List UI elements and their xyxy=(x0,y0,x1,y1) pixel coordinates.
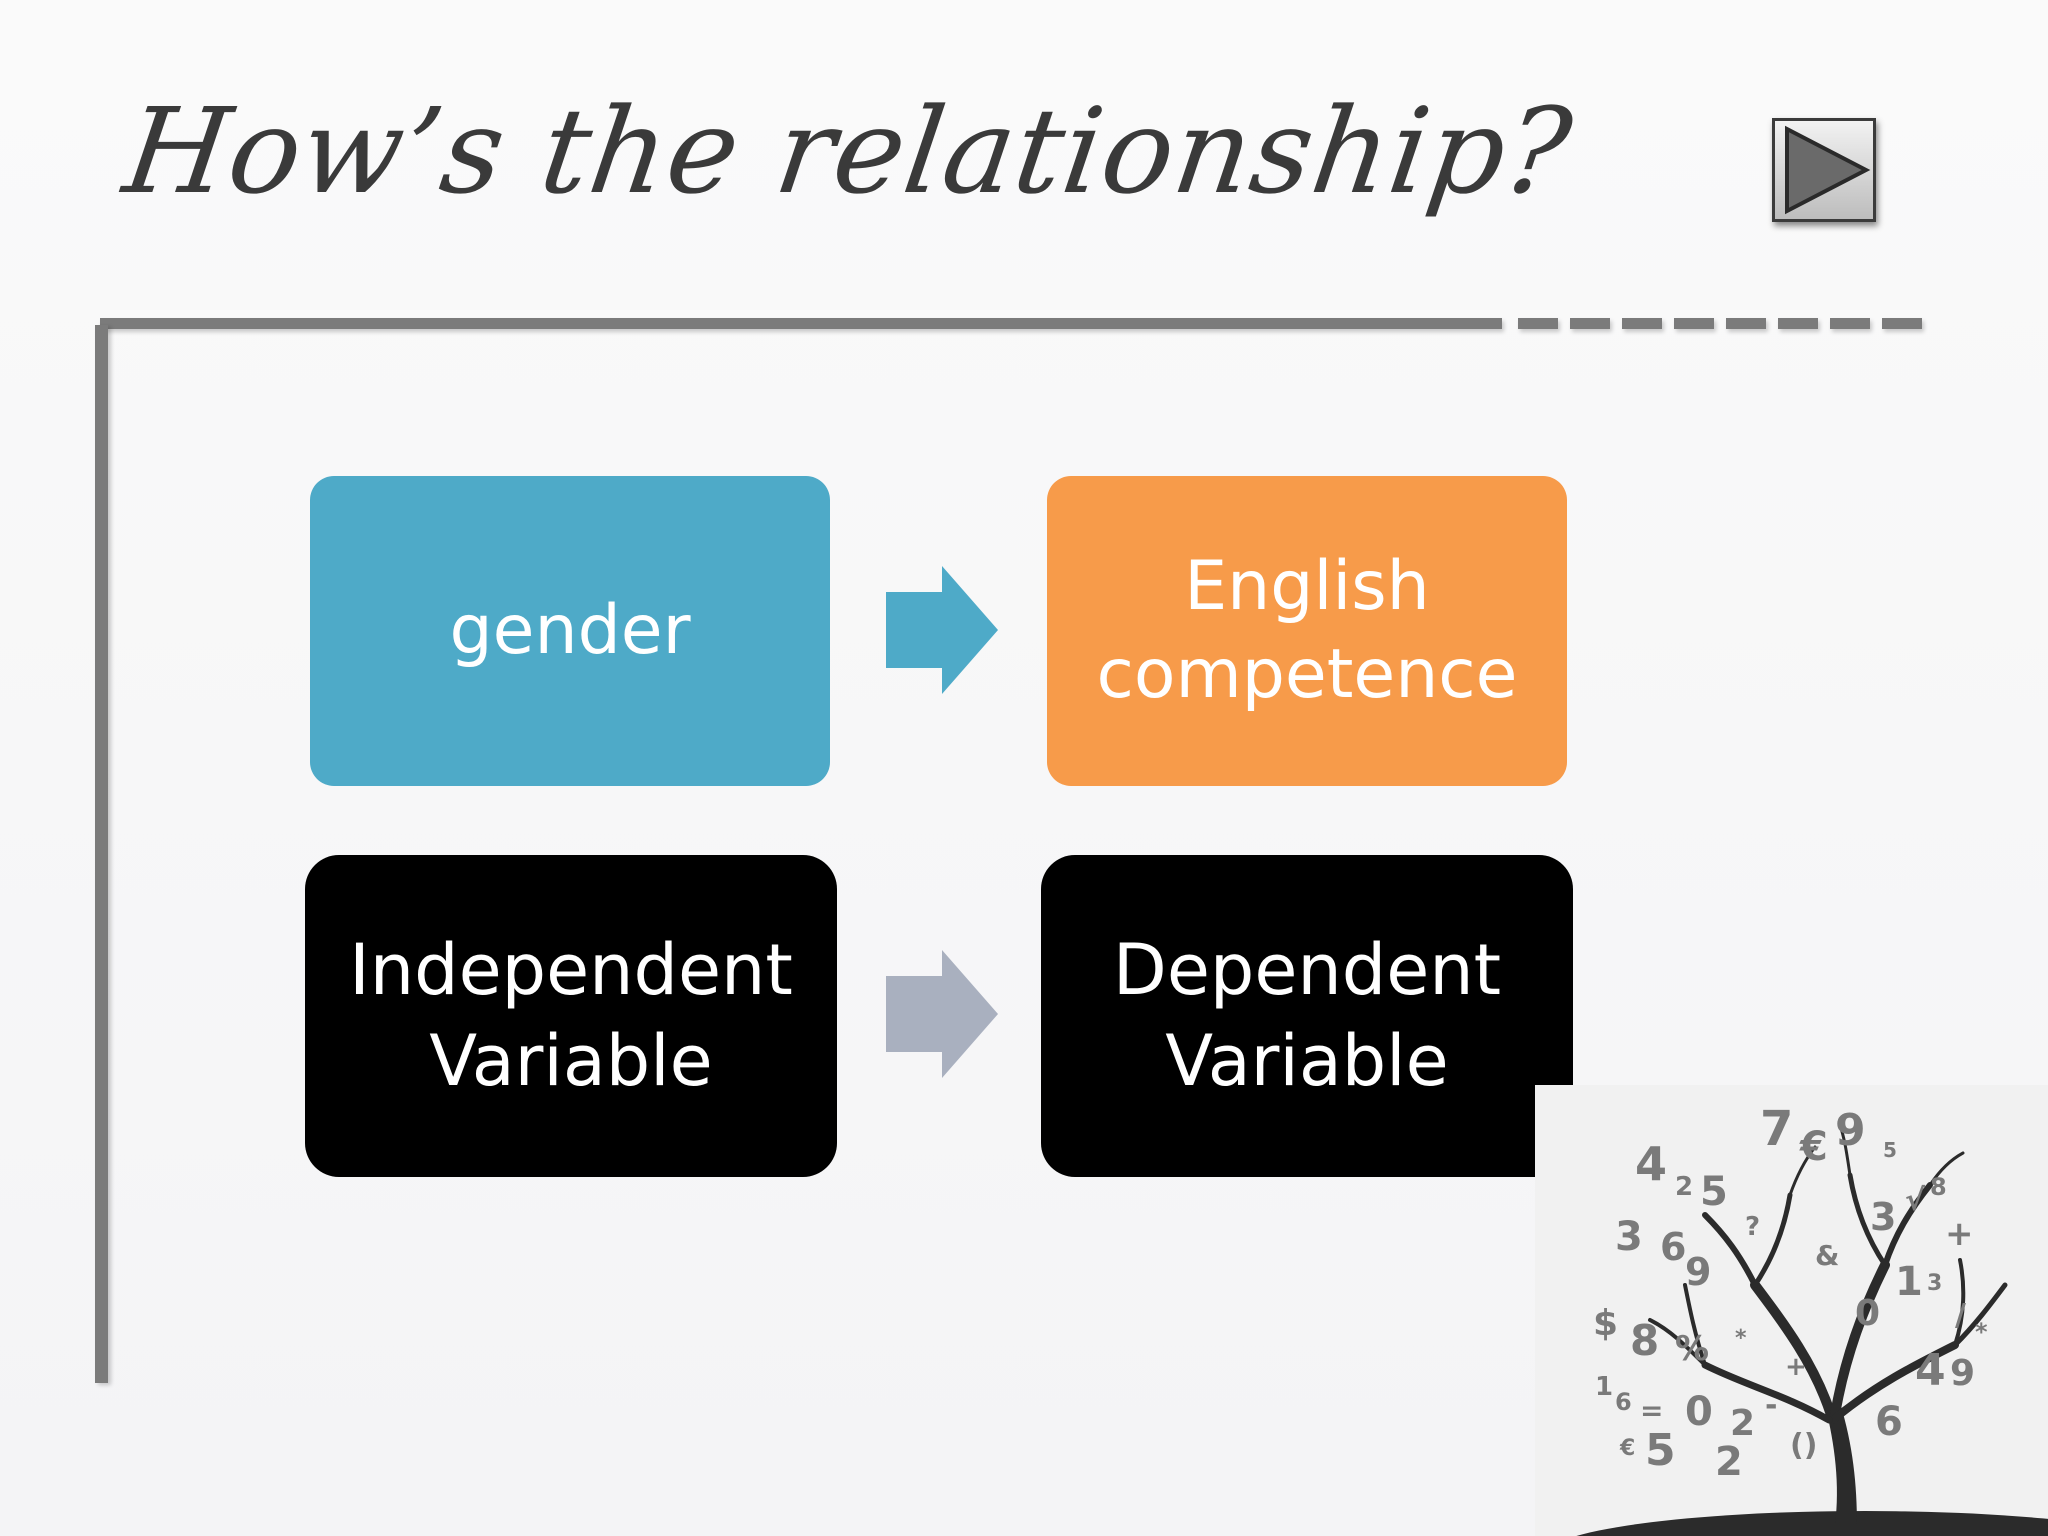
svg-text:+: + xyxy=(1945,1214,1974,1254)
number-tree-illustration: 4 2 5 7 € 9 5 3 6 9 $ 8 % 3 √ 8 + 1 3 0 xyxy=(1535,1085,2048,1536)
svg-text:$: $ xyxy=(1593,1303,1618,1344)
dv-label-line-1: Dependent xyxy=(1112,929,1502,1011)
independent-variable-box: Independent Variable xyxy=(305,855,837,1177)
play-button[interactable] xyxy=(1772,118,1876,222)
left-vertical-rule xyxy=(95,325,108,1383)
svg-text:7: 7 xyxy=(1760,1101,1793,1157)
svg-text:6: 6 xyxy=(1615,1388,1632,1416)
svg-text:9: 9 xyxy=(1685,1250,1711,1294)
number-tree-icon: 4 2 5 7 € 9 5 3 6 9 $ 8 % 3 √ 8 + 1 3 0 xyxy=(1576,1101,2048,1536)
svg-text:3: 3 xyxy=(1615,1214,1643,1260)
svg-text:?: ? xyxy=(1745,1212,1760,1242)
svg-text:0: 0 xyxy=(1855,1293,1880,1334)
gender-box: gender xyxy=(310,476,830,786)
iv-label-line-1: Independent xyxy=(349,929,793,1011)
english-label-line-1: English xyxy=(1184,546,1430,626)
svg-text:4: 4 xyxy=(1915,1345,1946,1396)
svg-text:6: 6 xyxy=(1875,1399,1903,1445)
svg-text:9: 9 xyxy=(1835,1105,1866,1156)
title-underline xyxy=(100,318,1502,329)
svg-text:€: € xyxy=(1799,1124,1828,1170)
svg-text:-: - xyxy=(1765,1388,1777,1423)
underline-dash xyxy=(1622,318,1662,329)
slide-title: How’s the relationship? xyxy=(116,82,1580,220)
play-icon xyxy=(1785,125,1871,215)
dependent-variable-box: Dependent Variable xyxy=(1041,855,1573,1177)
svg-text:4: 4 xyxy=(1635,1137,1667,1191)
svg-text:%: % xyxy=(1675,1329,1709,1369)
english-label-line-2: competence xyxy=(1096,635,1518,714)
underline-dash xyxy=(1830,318,1870,329)
svg-text:5: 5 xyxy=(1700,1169,1728,1215)
iv-label-line-2: Variable xyxy=(429,1020,713,1102)
svg-text:&: & xyxy=(1815,1239,1839,1272)
underline-dash xyxy=(1518,318,1558,329)
svg-text:2: 2 xyxy=(1715,1439,1743,1485)
svg-text:3: 3 xyxy=(1870,1195,1896,1239)
underline-dash xyxy=(1674,318,1714,329)
right-arrow-icon xyxy=(886,950,998,1078)
svg-text:€: € xyxy=(1619,1436,1635,1461)
svg-text:1: 1 xyxy=(1595,1372,1613,1402)
svg-text:*: * xyxy=(1975,1318,1988,1346)
svg-text:/: / xyxy=(1955,1298,1966,1333)
svg-text:1: 1 xyxy=(1895,1259,1923,1305)
underline-dash xyxy=(1882,318,1922,329)
gender-label: gender xyxy=(449,590,691,670)
svg-text:2: 2 xyxy=(1675,1172,1693,1202)
svg-text:(): () xyxy=(1790,1428,1817,1463)
underline-dash xyxy=(1726,318,1766,329)
right-arrow-icon xyxy=(886,566,998,694)
svg-text:√: √ xyxy=(1905,1183,1926,1218)
svg-text:8: 8 xyxy=(1630,1316,1659,1365)
svg-text:8: 8 xyxy=(1930,1173,1947,1201)
svg-text:5: 5 xyxy=(1883,1138,1897,1162)
svg-text:*: * xyxy=(1735,1326,1747,1351)
svg-text:2: 2 xyxy=(1730,1403,1755,1444)
dv-label-line-2: Variable xyxy=(1165,1020,1449,1102)
svg-text:5: 5 xyxy=(1645,1425,1676,1476)
svg-text:+: + xyxy=(1785,1352,1807,1382)
svg-text:6: 6 xyxy=(1660,1225,1686,1269)
svg-text:3: 3 xyxy=(1927,1271,1942,1296)
svg-text:=: = xyxy=(1640,1394,1663,1427)
svg-text:0: 0 xyxy=(1685,1389,1713,1435)
english-competence-box: English competence xyxy=(1047,476,1567,786)
underline-dash xyxy=(1778,318,1818,329)
underline-dash xyxy=(1570,318,1610,329)
svg-text:9: 9 xyxy=(1950,1353,1975,1394)
